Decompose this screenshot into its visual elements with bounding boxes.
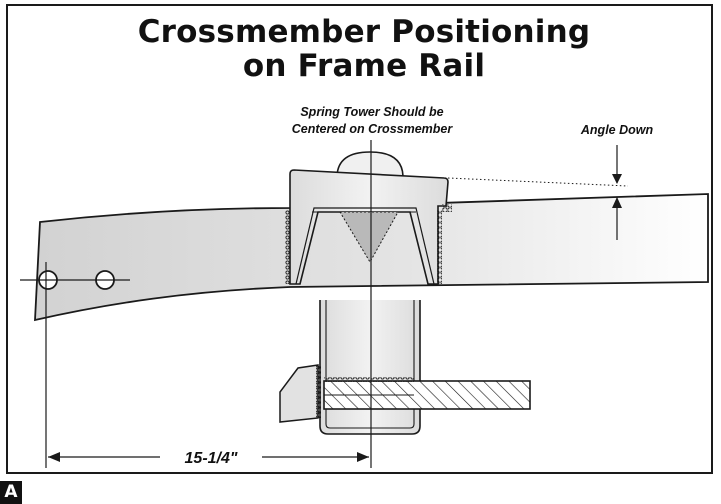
tower-center-triangle bbox=[339, 211, 399, 263]
dimension-arrow-right bbox=[357, 452, 369, 462]
dimension-line: 15-1/4" bbox=[48, 450, 369, 467]
angle-down-indicator bbox=[447, 145, 629, 240]
spring-tower-callout-line-1: Spring Tower Should be bbox=[300, 105, 443, 119]
crossmember-lower bbox=[279, 300, 531, 435]
dimension-label: 15-1/4" bbox=[185, 450, 238, 467]
dimension-arrow-left bbox=[48, 452, 60, 462]
title-line-2: on Frame Rail bbox=[243, 48, 485, 84]
weld-bead-gusset bbox=[316, 366, 321, 418]
weld-bead-horizontal bbox=[324, 377, 414, 382]
panel-label: A bbox=[0, 481, 22, 504]
spring-tower-dome bbox=[336, 151, 404, 177]
angle-down-callout: Angle Down bbox=[580, 123, 654, 137]
weld-bead-corner bbox=[442, 204, 452, 212]
weld-bead-right-leg bbox=[437, 210, 442, 284]
spring-tower bbox=[285, 169, 452, 285]
title-line-1: Crossmember Positioning bbox=[138, 14, 591, 50]
weld-bead-left-leg bbox=[285, 210, 290, 284]
spring-tower-callout-line-2: Centered on Crossmember bbox=[292, 122, 454, 136]
